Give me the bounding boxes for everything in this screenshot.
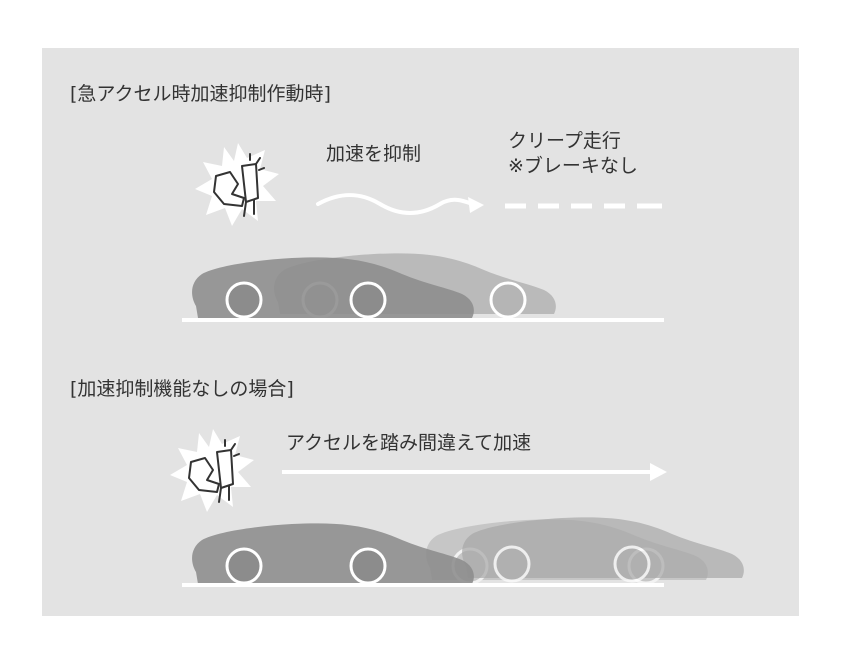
straight-arrow-icon [282,463,667,481]
misstep-label: アクセルを踏み間違えて加速 [286,432,532,454]
car-icon [192,523,474,585]
section-inactive-heading: [加速抑制機能なしの場合] [70,378,294,400]
section-active-heading: [急アクセル時加速抑制作動時] [70,83,331,105]
creep-label-line1: クリープ走行 [508,130,621,152]
car-icon [192,257,474,319]
wavy-arrow-icon [316,193,484,215]
creep-label-line2: ※ブレーキなし [508,155,638,177]
creep-label: クリープ走行 ※ブレーキなし [508,129,638,179]
diagram-panel [42,48,799,616]
car-icon [462,517,744,583]
suppression-label: 加速を抑制 [326,143,422,165]
